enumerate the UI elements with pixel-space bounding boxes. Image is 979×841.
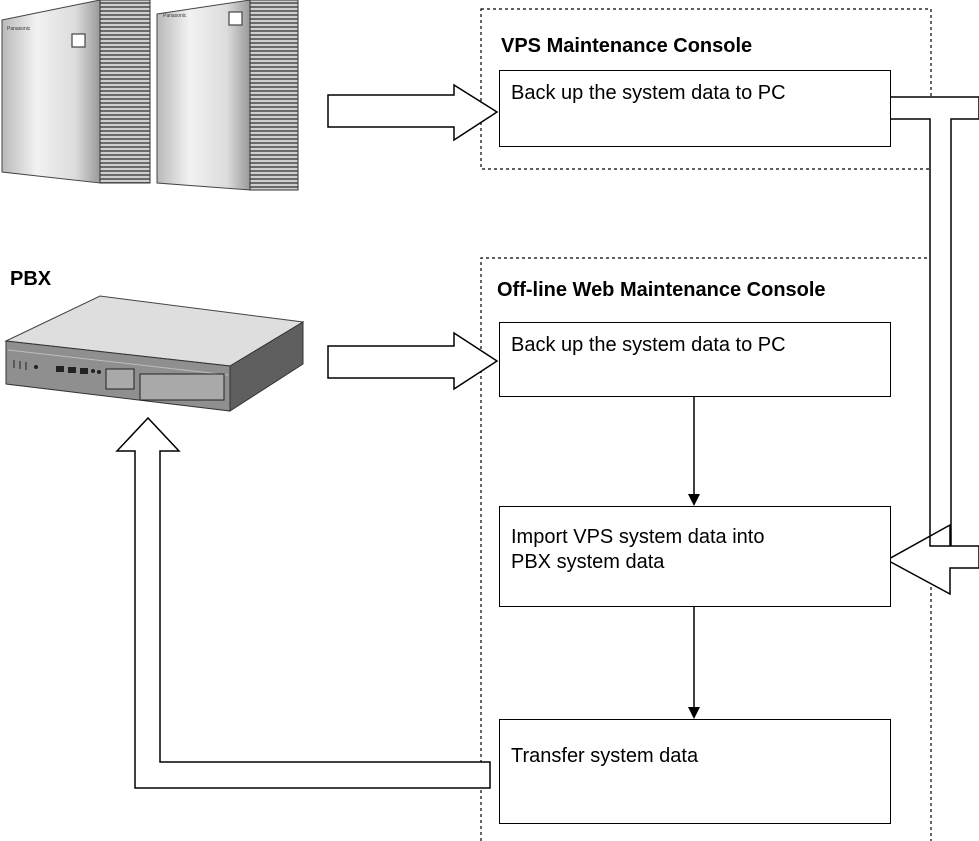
vps-data-to-import-arrow: [885, 96, 979, 596]
vps-backup-step-label: Back up the system data to PC: [511, 82, 786, 104]
vps-console-title: VPS Maintenance Console: [501, 35, 753, 57]
vps-device-image: [1, 0, 299, 191]
pbx-label: PBX: [10, 268, 52, 290]
vps-console-frame: [480, 8, 932, 170]
flow-arrowhead-import: [688, 494, 700, 506]
pbx-to-console-arrow: [327, 331, 499, 391]
vps-brand-left: Panasonic: [7, 26, 31, 32]
vps-brand-right: Panasonic: [163, 13, 187, 19]
flow-arrowhead-transfer: [688, 707, 700, 719]
offline-console-title: Off-line Web Maintenance Console: [497, 279, 826, 301]
pbx-backup-step-label: Back up the system data to PC: [511, 334, 786, 356]
pbx-device-image: [4, 295, 305, 412]
import-step: Import VPS system data into PBX system d…: [499, 506, 891, 607]
vps-backup-step: Back up the system data to PC: [499, 70, 891, 147]
pbx-backup-step: Back up the system data to PC: [499, 322, 891, 397]
transfer-to-pbx-arrow: [115, 416, 491, 789]
transfer-step: Transfer system data: [499, 719, 891, 824]
transfer-step-label: Transfer system data: [511, 745, 699, 767]
vps-to-console-arrow: [327, 83, 499, 142]
import-step-label: Import VPS system data into PBX system d…: [511, 526, 765, 573]
